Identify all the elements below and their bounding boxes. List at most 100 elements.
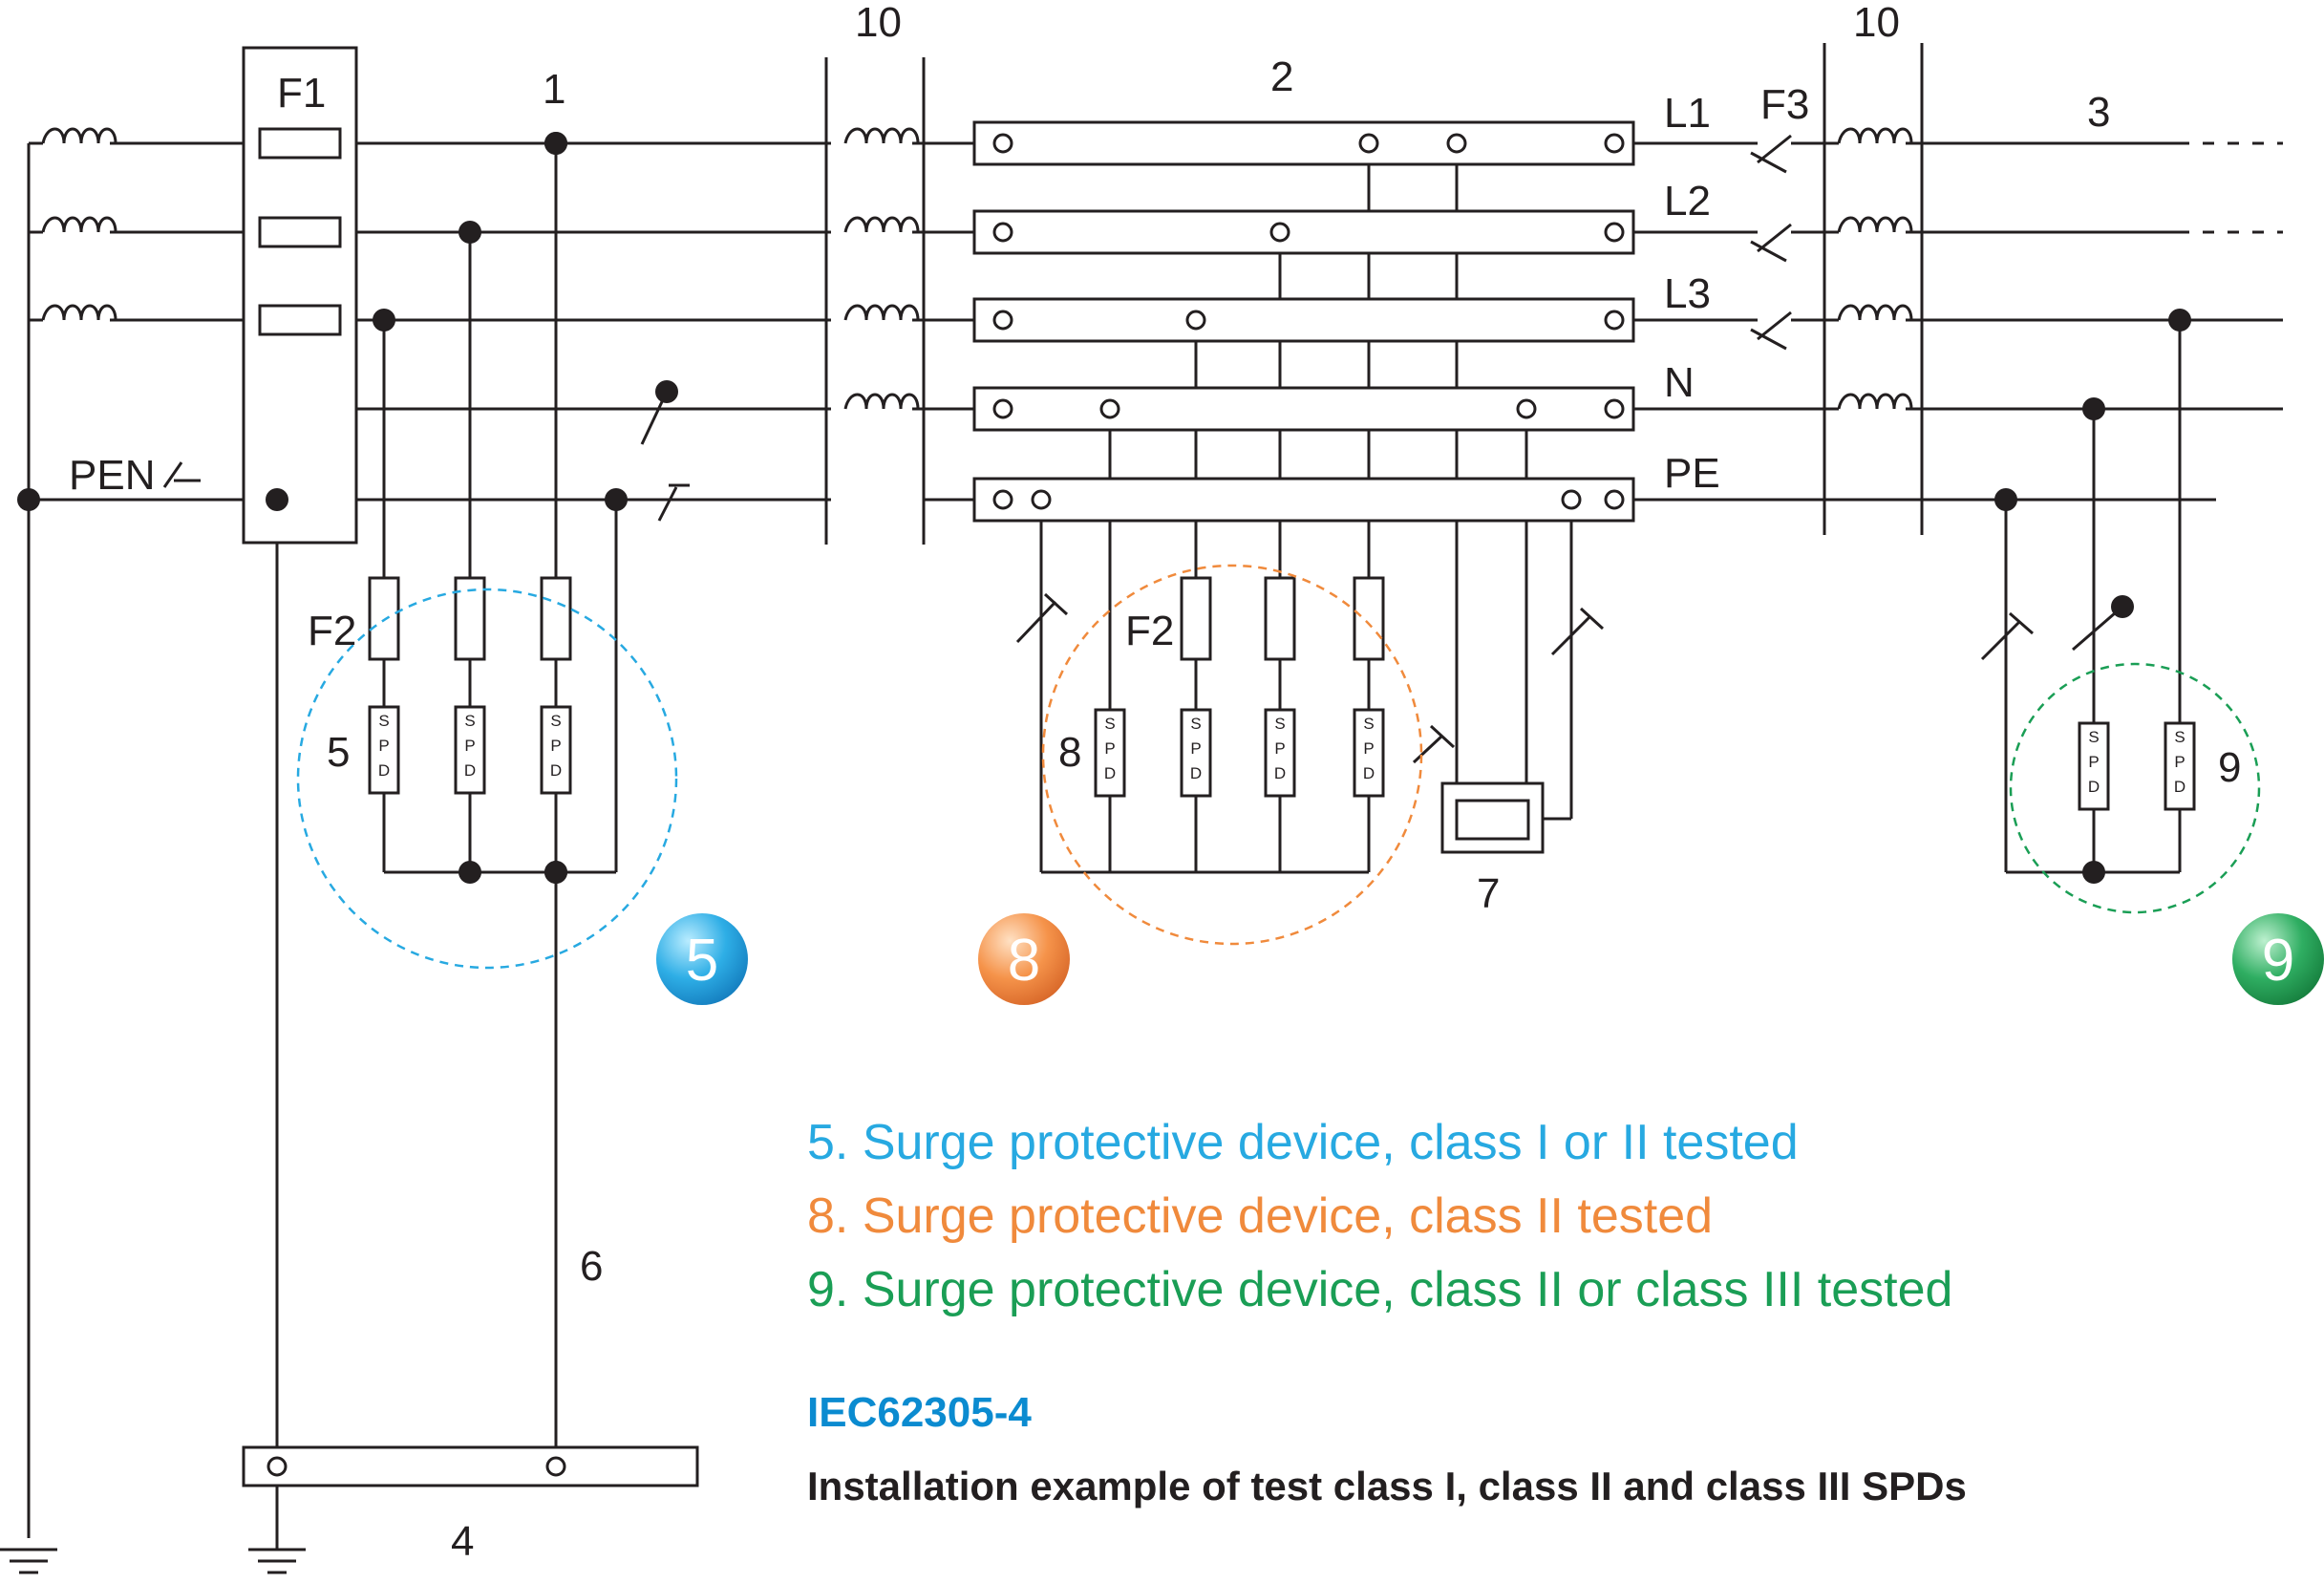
legend-item-8: 8. Surge protective device, class II tes… — [807, 1188, 1713, 1244]
spd5-tap-dot — [373, 309, 395, 332]
pen-label: PEN — [69, 452, 155, 499]
transformer-coil-icon — [1837, 393, 1913, 411]
fuse-label-f3: F3 — [1760, 81, 1809, 128]
spd-letter: S — [2088, 728, 2099, 746]
badge-9-text: 9 — [2262, 928, 2294, 994]
spd-letter: D — [464, 761, 476, 780]
spd-8-box — [1094, 708, 1126, 798]
spd-letter: D — [1274, 764, 1286, 782]
busbar-2 — [972, 209, 1635, 255]
pe-switch-mark — [657, 486, 678, 522]
transformer-coil-icon — [1837, 216, 1913, 234]
spd-8-box — [1353, 708, 1385, 798]
spd-letter: D — [1363, 764, 1375, 782]
badge-8-text: 8 — [1008, 928, 1040, 994]
spd-5-box — [540, 705, 572, 795]
spd-5-box — [368, 705, 400, 795]
earth-bar-label-4: 4 — [451, 1518, 474, 1565]
spd8-switch-mark — [1015, 600, 1057, 644]
spd-group-5-outline — [296, 588, 678, 970]
spd-letter: P — [378, 737, 389, 755]
spd-label-8: 8 — [1058, 729, 1081, 776]
spd8-switch-cap — [1043, 592, 1069, 616]
spd9-pe-dot — [1994, 488, 2017, 511]
transformer-coil-icon — [843, 393, 920, 411]
pen-junction-dot — [17, 488, 40, 511]
spd-label-9: 9 — [2218, 744, 2241, 791]
isolation-label-10-right: 10 — [1853, 0, 1900, 46]
isolation-label-10-left: 10 — [855, 0, 902, 46]
source-coil-icon — [41, 216, 117, 234]
rcd-switch-cap — [1429, 724, 1456, 749]
busbar-label-2: 2 — [1270, 53, 1293, 100]
spd-9-box — [2078, 721, 2110, 811]
spd-letter: D — [378, 761, 390, 780]
fuse-label-f2-left: F2 — [308, 608, 356, 654]
busbar-pe-terminal — [1031, 489, 1052, 510]
fuse-label-f2-mid: F2 — [1125, 608, 1174, 654]
busbar-terminal-left — [992, 398, 1013, 419]
f3-switch-cap — [1750, 240, 1787, 263]
busbar-terminal-left — [992, 222, 1013, 243]
spd9-n-dot — [2082, 397, 2105, 420]
phase-label-l2: L2 — [1664, 178, 1711, 225]
rcd-7-core — [1455, 799, 1530, 841]
spd9-pe-switch-cap — [2009, 611, 2034, 635]
node-1-dot — [544, 132, 567, 155]
pen-box-junction-dot — [266, 488, 288, 511]
busbar-terminal-right — [1604, 310, 1625, 331]
pen-disconnect-mark — [162, 461, 183, 488]
rcd-pe-switch — [1550, 614, 1592, 656]
spd-letter: P — [550, 737, 561, 755]
spd-8-box — [1264, 708, 1296, 798]
spd-letter: P — [2088, 753, 2099, 771]
busbar-terminal-right — [1604, 398, 1625, 419]
phase-label-l3: L3 — [1664, 270, 1711, 317]
spd-letter: P — [1363, 739, 1374, 758]
fuse-f1-1 — [258, 127, 342, 160]
legend-item-9: 9. Surge protective device, class II or … — [807, 1262, 1952, 1317]
spd-letter: D — [2088, 778, 2100, 796]
spd-letter: D — [2174, 778, 2185, 796]
fuse-f1-3 — [258, 304, 342, 336]
spd5-pe-dot — [605, 488, 628, 511]
busbar-n-terminal — [1099, 398, 1120, 419]
rcd-pe-switch-cap — [1579, 607, 1605, 631]
spd-letter: S — [464, 712, 475, 730]
fuse-f1-2 — [258, 216, 342, 248]
fuse-f2-8 — [1180, 576, 1212, 661]
spd-label-5: 5 — [327, 729, 350, 776]
source-coil-icon — [41, 127, 117, 145]
spd-letter: P — [1190, 739, 1201, 758]
spd-letter: S — [1363, 715, 1374, 733]
fuse-label-f1: F1 — [277, 70, 326, 117]
phase-label-l1: L1 — [1664, 90, 1711, 137]
spd-letter: P — [2174, 753, 2185, 771]
fuse-f2-5 — [454, 576, 486, 661]
spd-letter: S — [1190, 715, 1201, 733]
busbar-terminal-right — [1604, 489, 1625, 510]
f3-switch-cap — [1750, 151, 1787, 174]
transformer-coil-icon — [843, 304, 920, 322]
busbar-terminal-left — [992, 489, 1013, 510]
busbar-l1-terminal — [1446, 133, 1467, 154]
earth-bar-terminal — [267, 1456, 288, 1477]
fuse-f2-5 — [368, 576, 400, 661]
transformer-coil-icon — [1837, 127, 1913, 145]
spd-letter: D — [1104, 764, 1116, 782]
spd-letter: S — [378, 712, 389, 730]
spd5-main-dot — [544, 861, 567, 884]
spd-letter: P — [1104, 739, 1115, 758]
figure-caption: Installation example of test class I, cl… — [807, 1464, 1967, 1508]
transformer-coil-icon — [843, 127, 920, 145]
spd-group-8-outline — [1041, 564, 1423, 946]
busbar-terminal-left — [992, 133, 1013, 154]
spd-letter: P — [1274, 739, 1285, 758]
spd9-bus-dot — [2082, 861, 2105, 884]
source-coil-icon — [41, 304, 117, 322]
spd-letter: S — [1274, 715, 1285, 733]
busbar-terminal-right — [1604, 133, 1625, 154]
conductor-label-6: 6 — [580, 1243, 603, 1290]
spd-letter: S — [1104, 715, 1115, 733]
